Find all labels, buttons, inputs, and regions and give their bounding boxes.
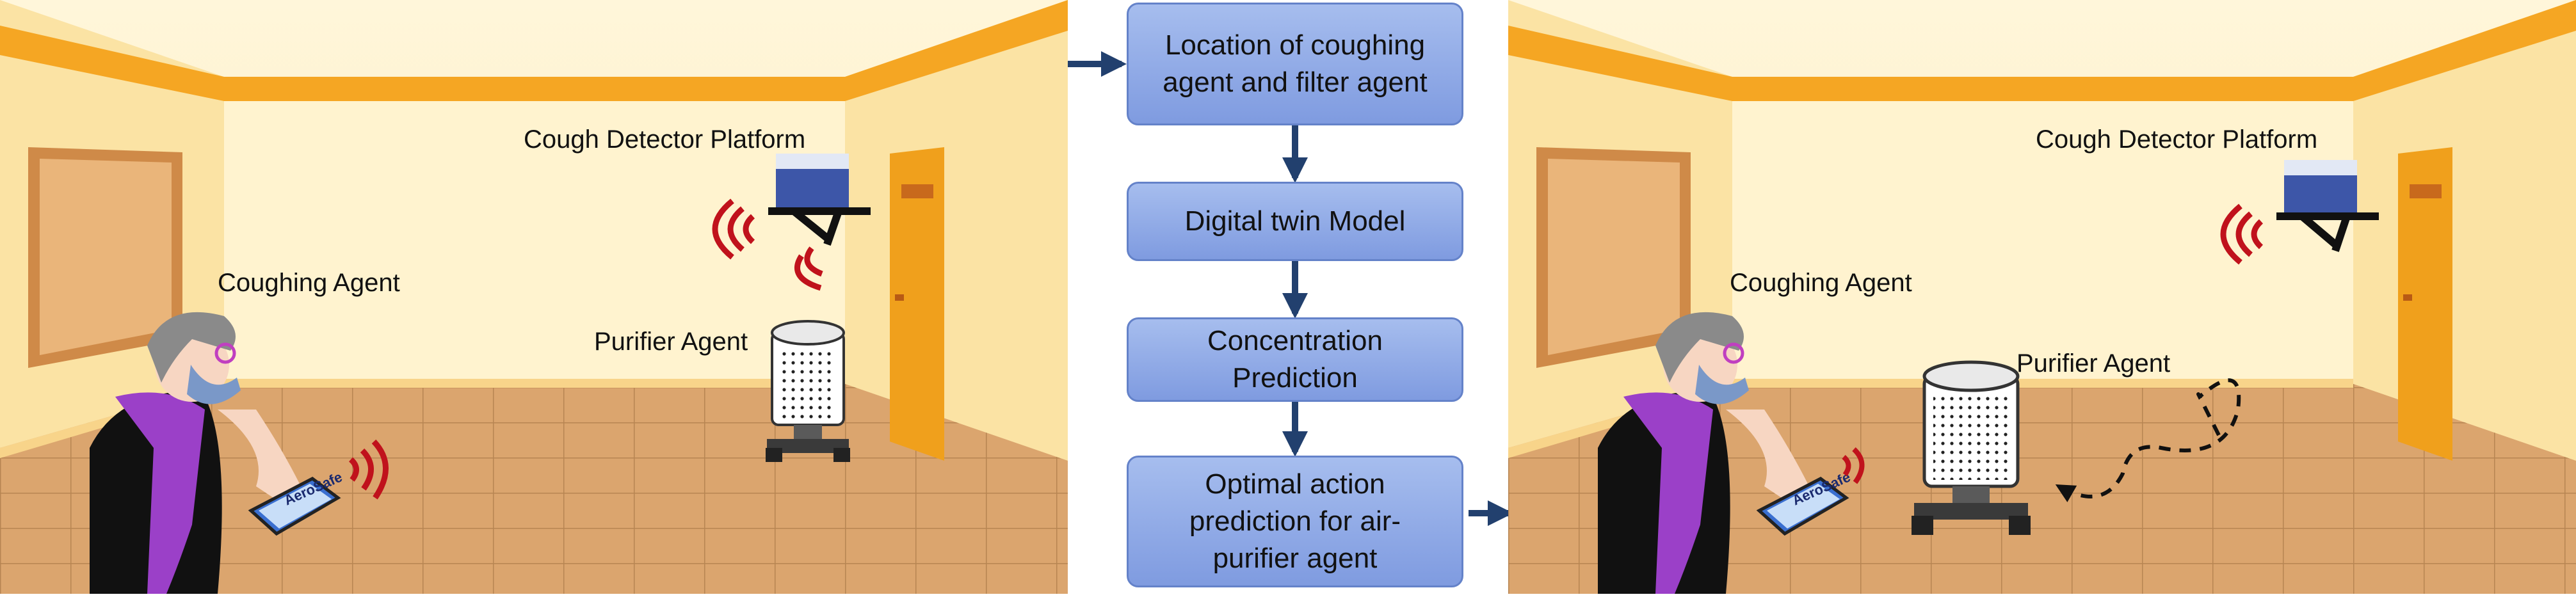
purifier-movement-path: [2055, 378, 2241, 502]
right-detector-signal-waves: [2220, 203, 2264, 265]
right-cough-detector-platform: [2220, 160, 2379, 265]
flow-arrows: [1068, 51, 1513, 526]
flow-step-digital-twin: Digital twin Model: [1127, 182, 1463, 261]
left-cough-detector-platform: [712, 154, 871, 291]
left-purifier-agent-label: Purifier Agent: [594, 328, 748, 356]
left-coughing-person: [90, 312, 301, 594]
right-purifier-agent-label: Purifier Agent: [2017, 349, 2171, 378]
phone-signal-waves: [348, 439, 389, 500]
left-room-ceiling-trim: [0, 0, 1068, 101]
right-coughing-agent-label: Coughing Agent: [1730, 269, 1912, 297]
flow-step-concentration: Concentration Prediction: [1127, 317, 1463, 402]
left-purifier-agent: [766, 320, 850, 462]
left-wall-picture-frame: [28, 147, 182, 368]
right-phone-signal-waves: [1842, 447, 1865, 484]
left-room-door: [890, 147, 944, 461]
flow-step-optimal-action: Optimal action prediction for air- purif…: [1127, 456, 1463, 587]
right-purifier-agent: [1912, 360, 2031, 535]
left-cough-detector-label: Cough Detector Platform: [524, 125, 806, 154]
right-cough-detector-label: Cough Detector Platform: [2036, 125, 2318, 154]
left-room-scene: AeroSafe: [0, 0, 1068, 594]
right-coughing-person: [1598, 312, 1809, 594]
right-wall-picture-frame: [1536, 147, 1691, 368]
right-room-ceiling-trim: [1508, 0, 2576, 101]
detector-signal-waves: [712, 198, 823, 291]
flow-step-location: Location of coughing agent and filter ag…: [1127, 3, 1463, 125]
left-coughing-agent-label: Coughing Agent: [218, 269, 400, 297]
right-room-scene: AeroSafe: [1508, 0, 2576, 594]
right-room-door: [2398, 147, 2452, 461]
